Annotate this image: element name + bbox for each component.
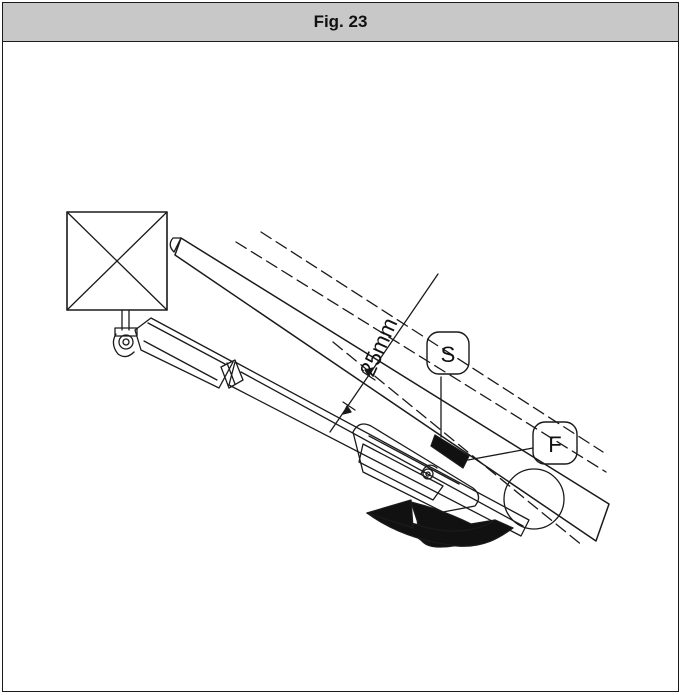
callout-f: F (532, 421, 578, 465)
detail-circle (503, 468, 565, 530)
leader-line-f (467, 447, 534, 461)
front-bracket (352, 423, 480, 513)
dimension-label: 25mm (355, 314, 403, 380)
pillar-post (66, 211, 168, 311)
figure-title: Fig. 23 (313, 12, 368, 31)
stop-block-s (430, 434, 470, 469)
gate-leaf (169, 231, 610, 547)
figure-header: Fig. 23 (3, 3, 678, 42)
callout-s-label: S (441, 342, 456, 367)
opening-arrow (366, 499, 514, 548)
gate-opener-diagram: S F 25mm (66, 211, 610, 548)
actuator-motor (134, 317, 530, 537)
callout-f-label: F (548, 432, 561, 457)
diagram-canvas: S F 25mm (3, 42, 677, 690)
rear-bracket (112, 309, 138, 358)
dimension-line: 25mm (329, 273, 439, 433)
callout-s: S (426, 331, 470, 375)
